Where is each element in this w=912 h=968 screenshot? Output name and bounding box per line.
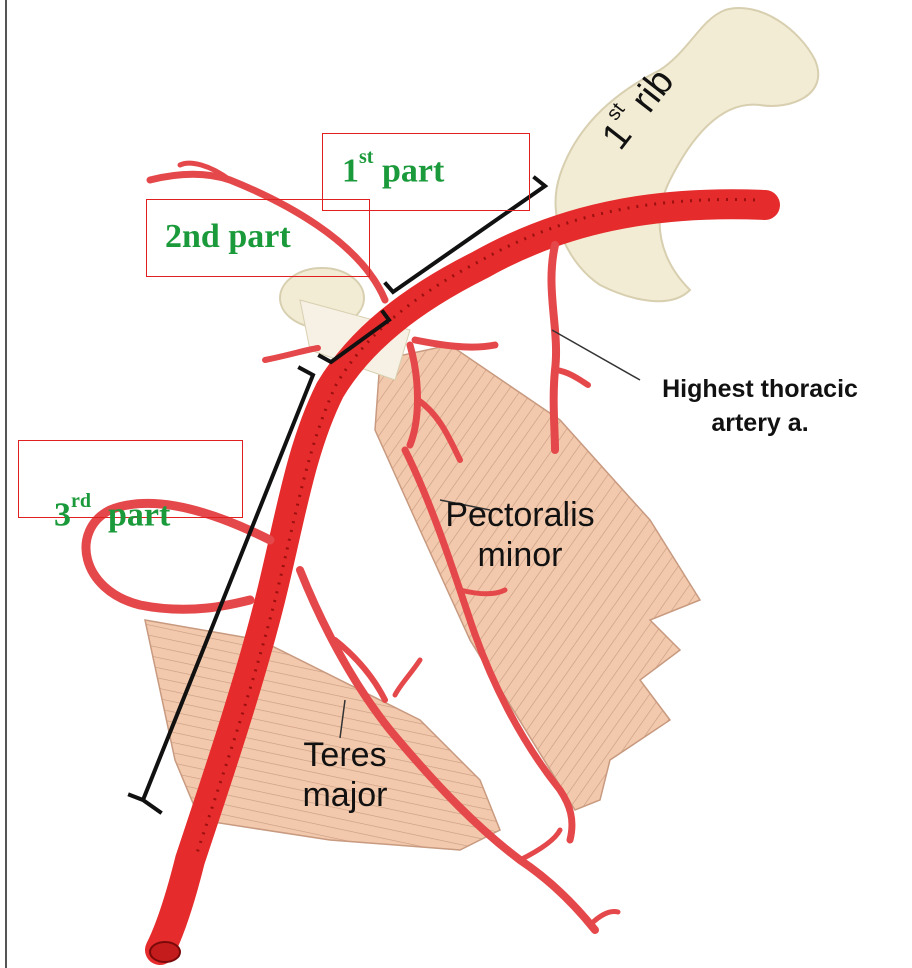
highest-thoracic-line2: artery a. bbox=[610, 406, 910, 440]
second-part-label: 2nd part bbox=[165, 218, 291, 256]
third-part-word: part bbox=[91, 496, 170, 533]
first-part-label: 1st part bbox=[342, 152, 444, 190]
pectoralis-minor-label: Pectoralis minor bbox=[400, 495, 640, 575]
second-part-text: 2nd part bbox=[165, 218, 291, 255]
third-part-suffix: rd bbox=[71, 490, 91, 512]
highest-thoracic-label: Highest thoracic artery a. bbox=[610, 372, 910, 440]
first-part-word: part bbox=[373, 152, 444, 189]
third-part-number: 3 bbox=[54, 496, 71, 533]
artery-cut-end bbox=[150, 942, 180, 962]
pectoralis-line1: Pectoralis bbox=[400, 495, 640, 535]
first-rib-bone bbox=[556, 8, 819, 301]
first-part-suffix: st bbox=[359, 146, 373, 168]
teres-line1: Teres bbox=[260, 735, 430, 775]
teres-line2: major bbox=[260, 775, 430, 815]
first-part-number: 1 bbox=[342, 152, 359, 189]
pectoralis-line2: minor bbox=[400, 535, 640, 575]
teres-major-label: Teres major bbox=[260, 735, 430, 815]
highest-thoracic-line1: Highest thoracic bbox=[610, 372, 910, 406]
third-part-label: 3rd part bbox=[37, 458, 170, 534]
